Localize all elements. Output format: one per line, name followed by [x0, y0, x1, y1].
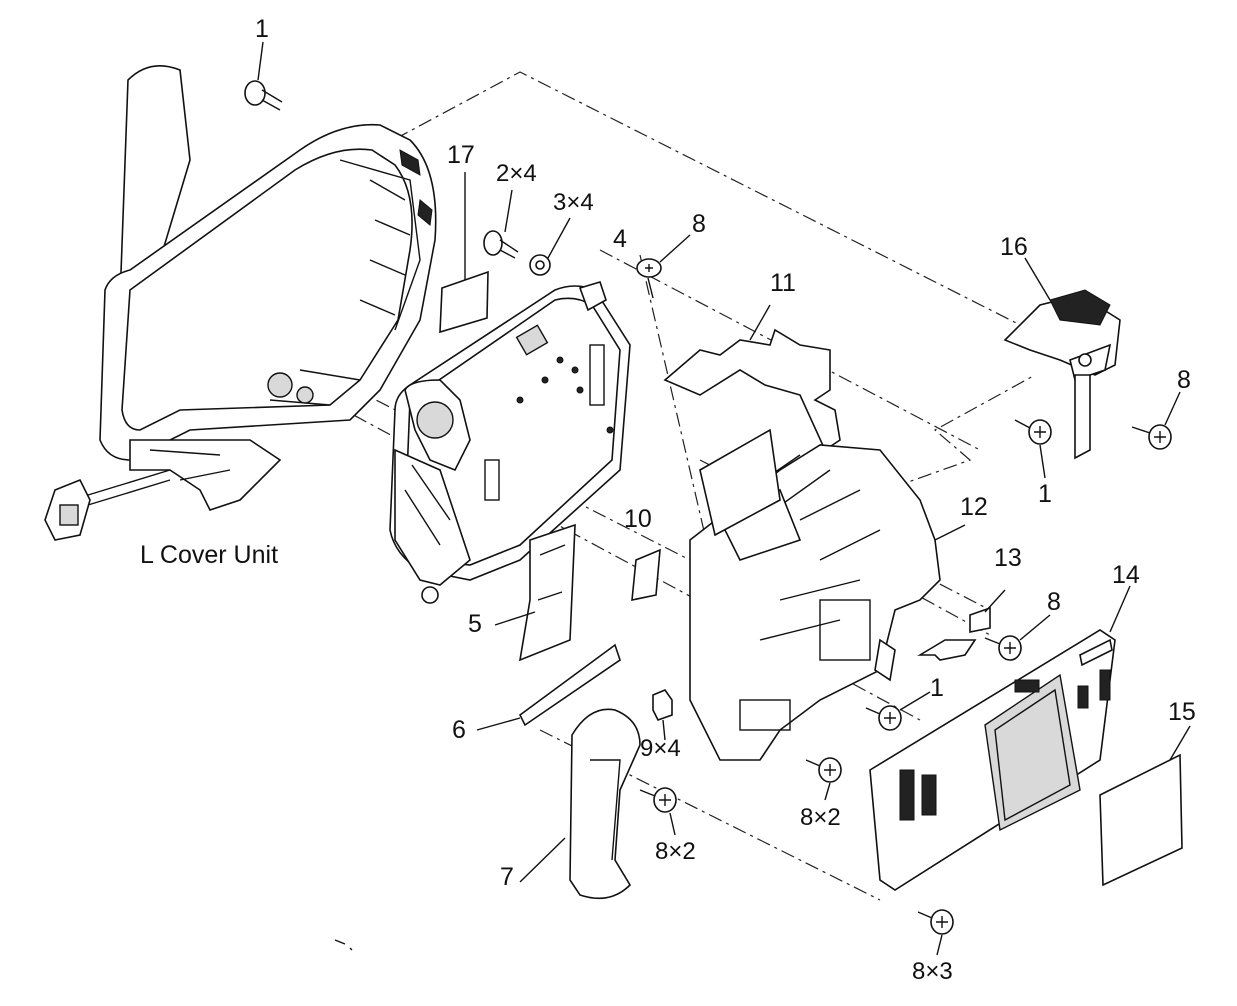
part-6-strip — [518, 643, 621, 727]
part-7-grip — [519, 708, 641, 900]
screws — [244, 41, 1181, 956]
callout-17: 17 — [447, 141, 475, 169]
callout-13: 13 — [994, 544, 1022, 572]
part-4-main-chassis — [389, 281, 631, 604]
callout-8-mid: 8 — [1047, 588, 1061, 616]
callout-4: 4 — [613, 225, 627, 253]
screw-1-low — [865, 691, 931, 731]
callout-1-low: 1 — [930, 674, 944, 702]
callout-1-right: 1 — [1038, 480, 1052, 508]
callout-3x4: 3×4 — [553, 189, 594, 216]
l-cover-unit-label: L Cover Unit — [140, 541, 279, 569]
part-14-circuit-board — [869, 585, 1131, 891]
callout-9x4: 9×4 — [640, 735, 681, 762]
callout-8x2-right: 8×2 — [800, 804, 841, 831]
callout-8x2-left: 8×2 — [655, 838, 696, 865]
callout-7: 7 — [500, 863, 514, 891]
callout-2x4: 2×4 — [496, 160, 537, 187]
callout-15: 15 — [1168, 698, 1196, 726]
callout-8-top: 8 — [692, 210, 706, 238]
part-15-sheet — [1099, 753, 1183, 887]
callout-6: 6 — [452, 716, 466, 744]
part-8-screw-top — [636, 234, 691, 299]
l-cover-unit-part — [44, 64, 437, 541]
part-12-frame — [689, 428, 966, 761]
screw-1-right — [1014, 419, 1052, 479]
callout-12: 12 — [960, 493, 988, 521]
part-13-bracket — [917, 639, 977, 661]
part-9-cube — [652, 689, 673, 721]
screw-2-washer-3 — [483, 189, 571, 276]
callout-1-top: 1 — [255, 15, 269, 43]
screw-8x2-right — [805, 757, 842, 801]
screw-8-mid — [984, 614, 1051, 661]
callout-8-right: 8 — [1177, 366, 1191, 394]
callout-14: 14 — [1112, 561, 1140, 589]
part-11-bracket — [663, 328, 841, 452]
callout-5: 5 — [468, 610, 482, 638]
screw-8-right — [1131, 391, 1181, 450]
callout-10: 10 — [624, 505, 652, 533]
callout-8x3: 8×3 — [912, 958, 953, 985]
part-5-flex-cable — [518, 523, 576, 662]
part-17-sheet — [439, 270, 489, 334]
part-16-switch — [1003, 257, 1121, 460]
screw-8x3 — [917, 909, 954, 956]
callout-16: 16 — [1000, 233, 1028, 261]
screw-1-top — [244, 41, 283, 111]
screw-8x2-left — [639, 787, 677, 836]
callout-11: 11 — [770, 269, 796, 297]
part-10-sheet — [631, 548, 661, 602]
